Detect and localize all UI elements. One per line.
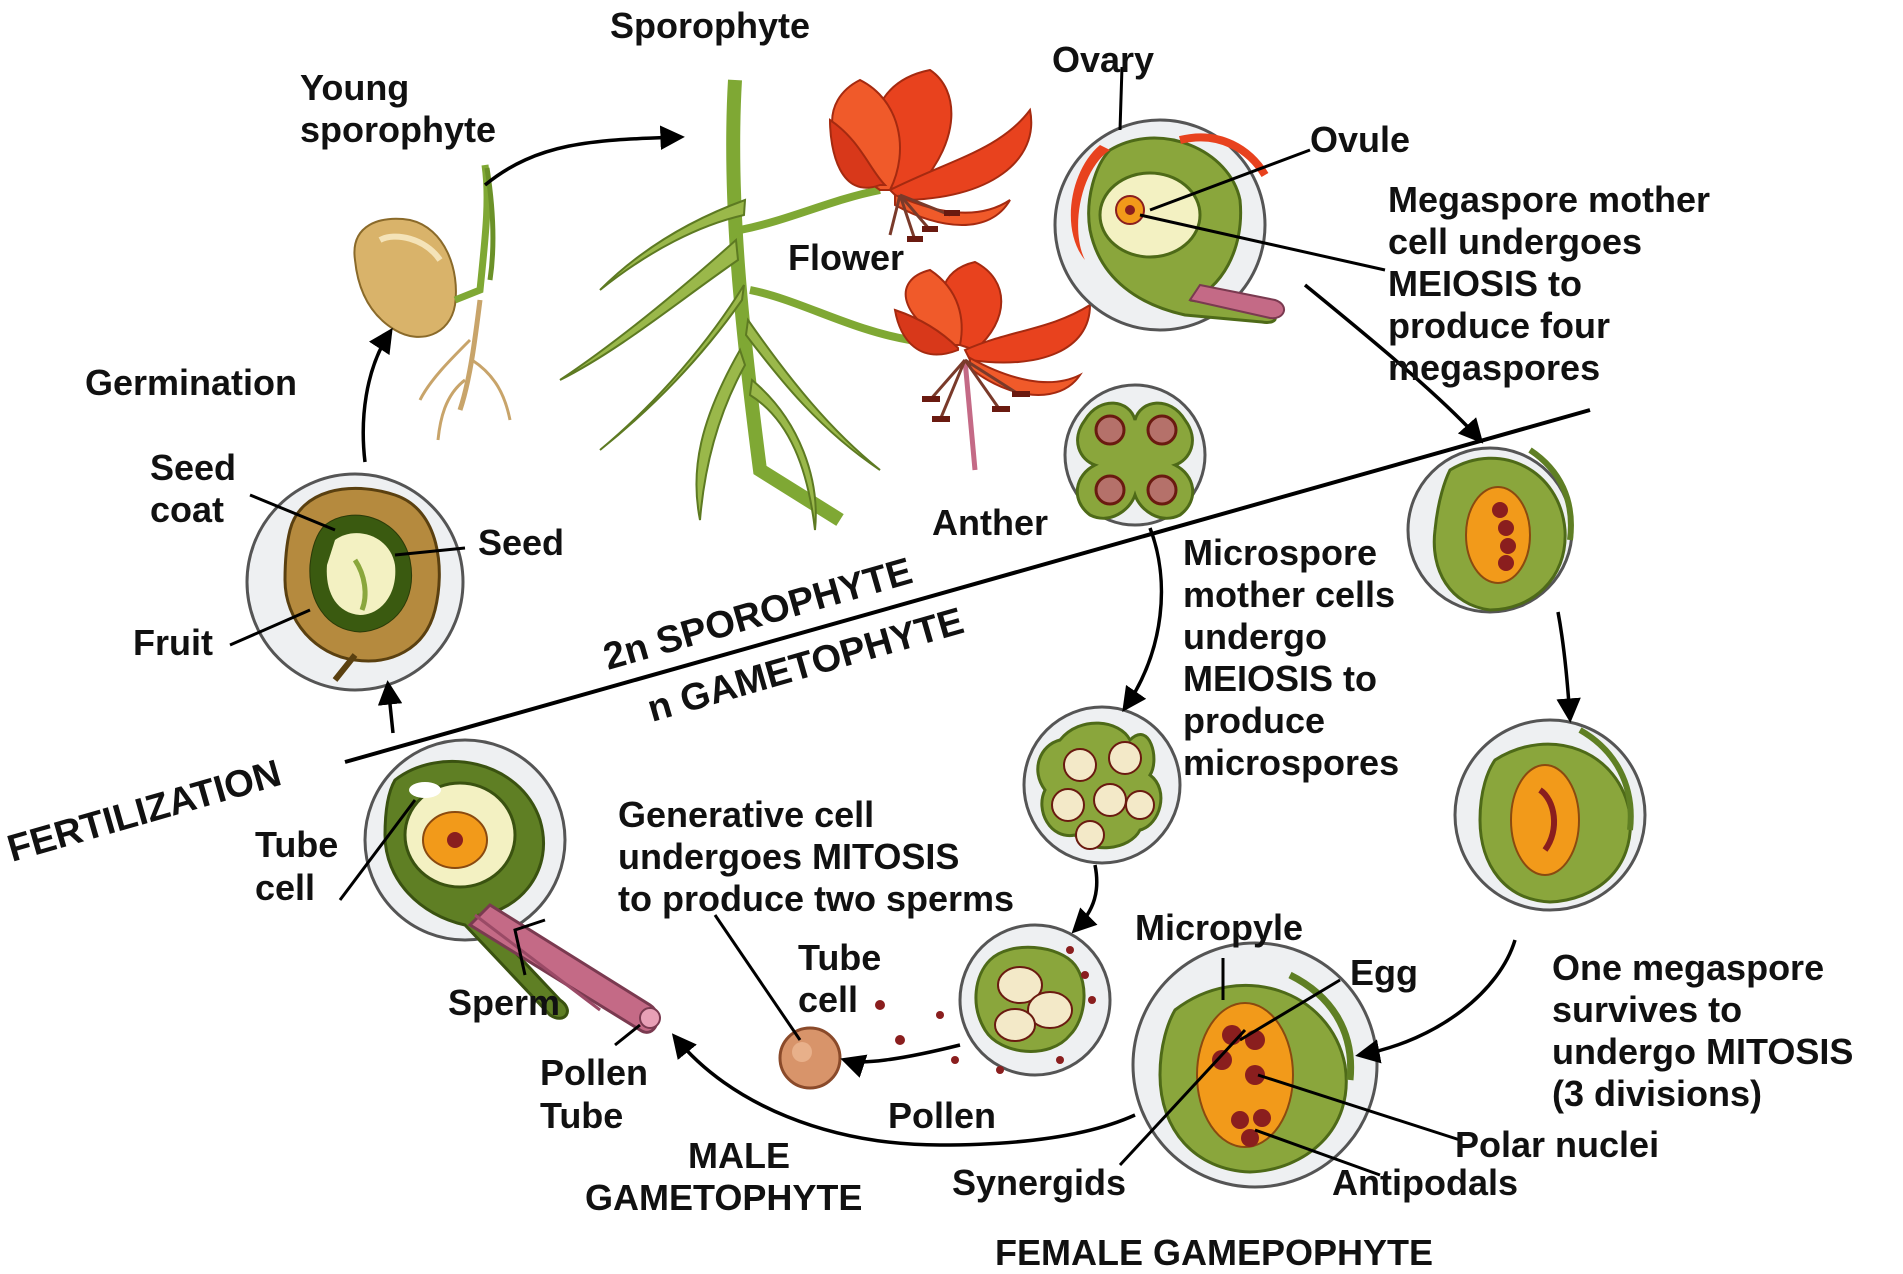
label-tube-cell-left-line2: cell (255, 867, 315, 908)
note-one-megaspore-line: (3 divisions) (1552, 1073, 1762, 1114)
label-seed-coat-line1: Seed (150, 447, 236, 488)
label-synergids: Synergids (952, 1162, 1126, 1203)
label-ovule: Ovule (1310, 119, 1410, 160)
note-megaspore: Megaspore mother cell undergoes MEIOSIS … (1388, 179, 1710, 388)
ovary-bubble (1055, 120, 1284, 330)
anther-bubble (1065, 385, 1205, 525)
label-germination: Germination (85, 362, 297, 403)
upper-lily-flower (830, 70, 1031, 242)
note-megaspore-line: cell undergoes (1388, 221, 1642, 262)
note-megaspore-line: megaspores (1388, 347, 1600, 388)
note-microspore-line: produce (1183, 700, 1325, 741)
note-generative-line: to produce two sperms (618, 878, 1014, 919)
generation-divider-line (345, 410, 1590, 762)
note-megaspore-line: produce four (1388, 305, 1610, 346)
note-one-megaspore: One megaspore survives to undergo MITOSI… (1552, 947, 1853, 1114)
label-micropyle: Micropyle (1135, 907, 1303, 948)
label-fertilization: FERTILIZATION (3, 753, 286, 871)
label-tube-cell-mid-line1: Tube (798, 937, 881, 978)
label-flower: Flower (788, 237, 904, 278)
label-young-sporophyte-line1: Young (300, 67, 409, 108)
lower-lily-flower (895, 262, 1090, 470)
note-one-megaspore-line: One megaspore (1552, 947, 1824, 988)
megaspore-stage-1-bubble (1408, 448, 1572, 612)
label-sperm: Sperm (448, 982, 560, 1023)
note-one-megaspore-line: undergo MITOSIS (1552, 1031, 1853, 1072)
female-gametophyte-bubble (1133, 943, 1377, 1187)
note-generative-line: undergoes MITOSIS (618, 836, 959, 877)
label-sporophyte: Sporophyte (610, 5, 810, 46)
label-ovary: Ovary (1052, 39, 1154, 80)
note-microspore: Microspore mother cells undergo MEIOSIS … (1183, 532, 1399, 783)
label-egg: Egg (1350, 952, 1418, 993)
note-one-megaspore-line: survives to (1552, 989, 1742, 1030)
label-fruit: Fruit (133, 622, 213, 663)
note-generative: Generative cell undergoes MITOSIS to pro… (618, 794, 1014, 919)
label-young-sporophyte-line2: sporophyte (300, 109, 496, 150)
label-seed: Seed (478, 522, 564, 563)
note-microspore-line: MEIOSIS to (1183, 658, 1377, 699)
megaspore-stage-2-bubble (1455, 720, 1645, 910)
label-male-gametophyte-line1: MALE (688, 1135, 790, 1176)
germinating-seed-illustration (354, 165, 510, 440)
note-microspore-line: Microspore (1183, 532, 1377, 573)
label-pollen-tube-line1: Pollen (540, 1052, 648, 1093)
note-megaspore-line: MEIOSIS to (1388, 263, 1582, 304)
note-megaspore-line: Megaspore mother (1388, 179, 1710, 220)
label-pollen: Pollen (888, 1095, 996, 1136)
label-polar-nuclei: Polar nuclei (1455, 1124, 1659, 1165)
label-seed-coat-line2: coat (150, 489, 224, 530)
label-male-gametophyte-line2: GAMETOPHYTE (585, 1177, 862, 1218)
label-antipodals: Antipodals (1332, 1162, 1518, 1203)
note-microspore-line: undergo (1183, 616, 1327, 657)
label-tube-cell-left-line1: Tube (255, 824, 338, 865)
note-generative-line: Generative cell (618, 794, 874, 835)
label-anther: Anther (932, 502, 1048, 543)
label-female-gametophyte: FEMALE GAMEPOPHYTE (995, 1232, 1433, 1273)
label-tube-cell-mid-line2: cell (798, 979, 858, 1020)
pollen-release-bubble (960, 925, 1110, 1075)
note-microspore-line: mother cells (1183, 574, 1395, 615)
label-pollen-tube-line2: Tube (540, 1095, 623, 1136)
pollen-grain (780, 1028, 840, 1088)
note-microspore-line: microspores (1183, 742, 1399, 783)
microspore-bubble (1024, 707, 1180, 863)
